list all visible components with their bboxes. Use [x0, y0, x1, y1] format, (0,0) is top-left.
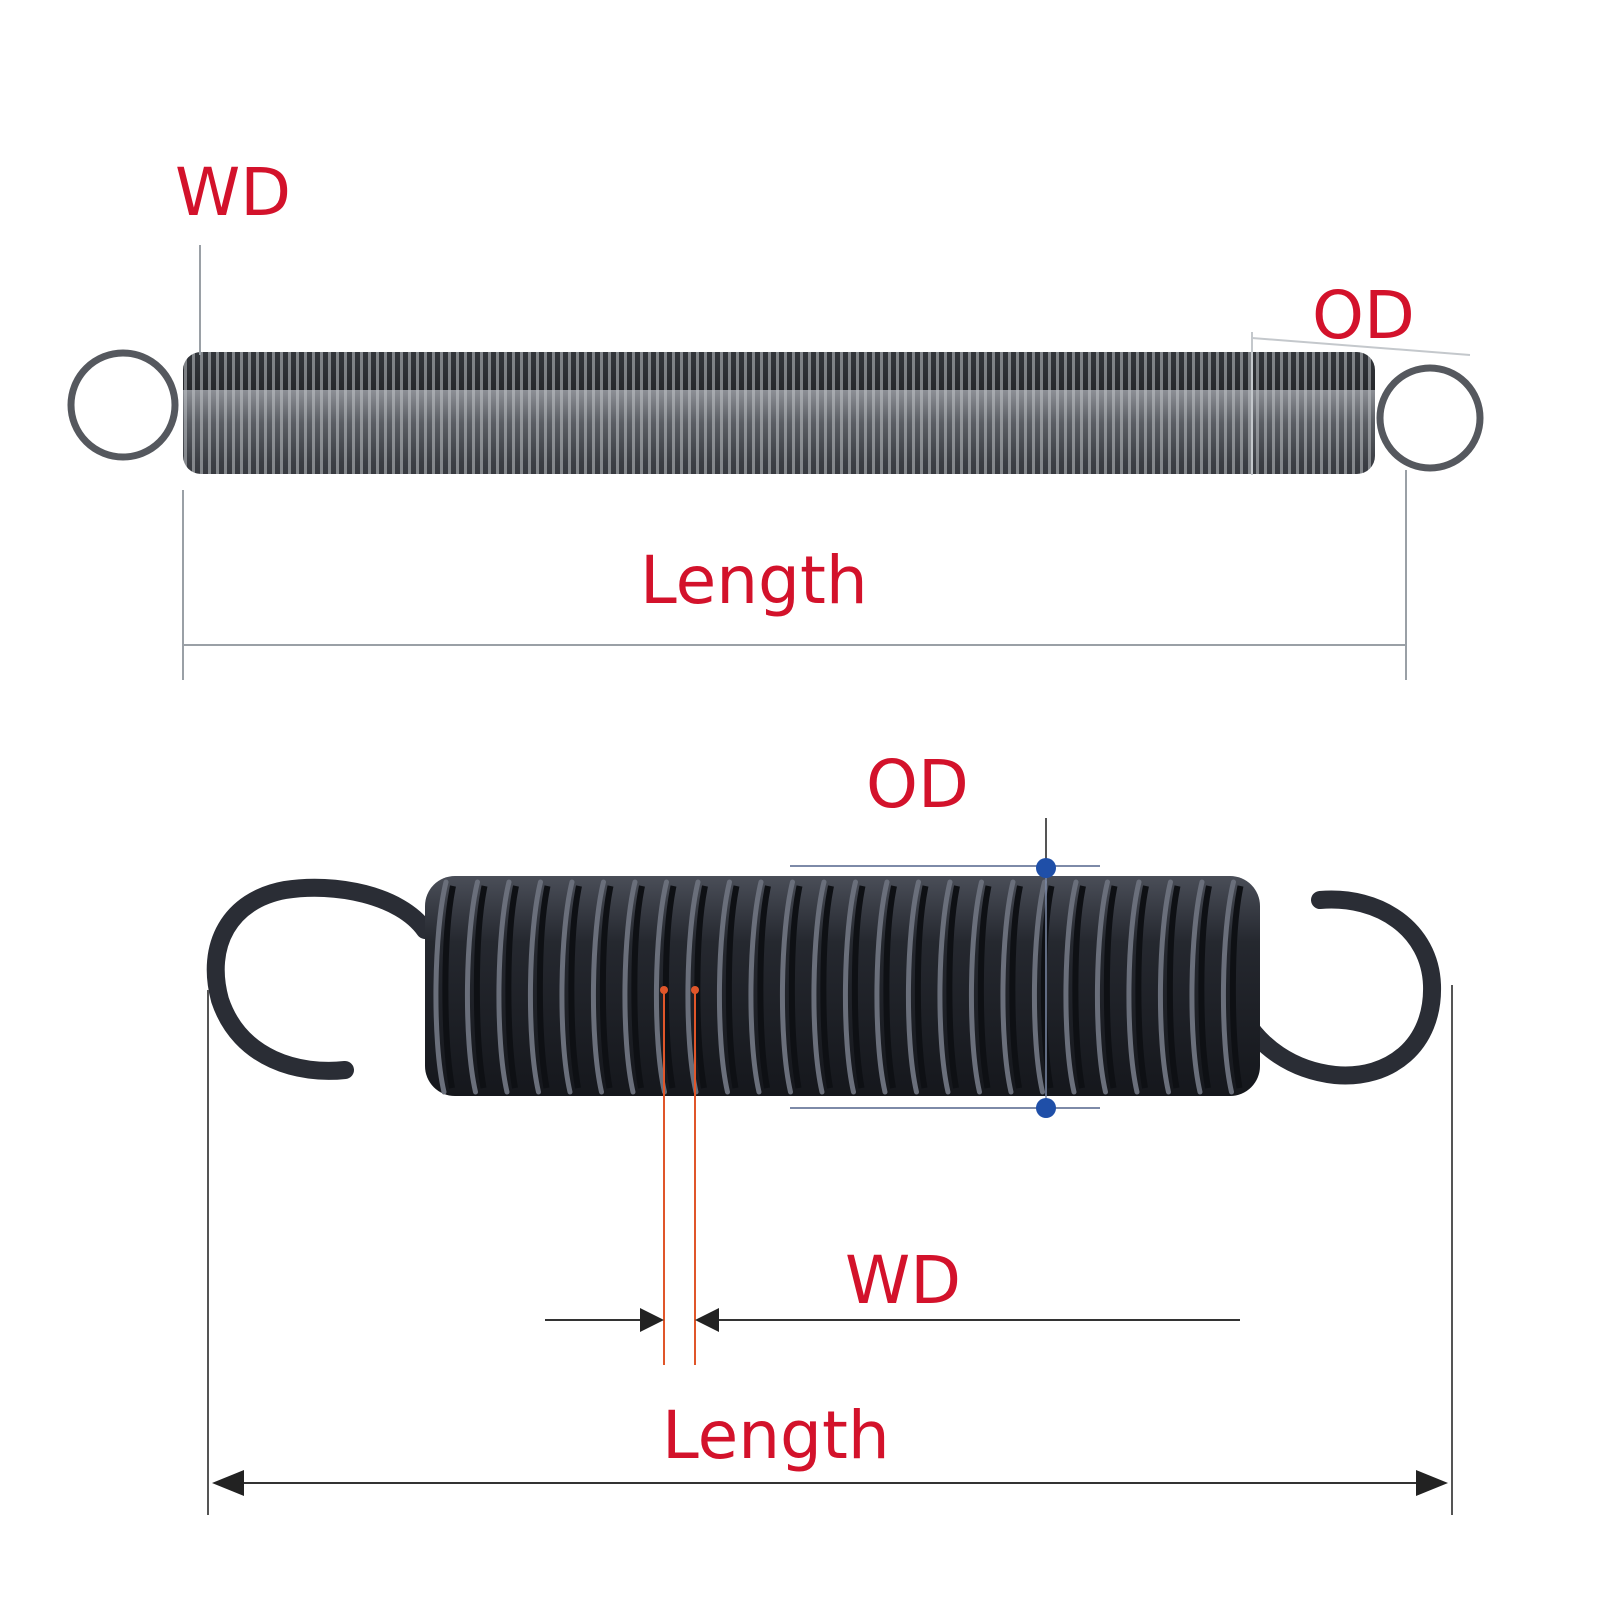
coil-turn: [1157, 879, 1173, 1095]
coil-gap: [851, 885, 866, 1089]
coil-turn: [590, 879, 606, 1095]
coil-turn: [496, 879, 512, 1095]
bottom-od-markers: [790, 818, 1100, 1118]
coil-turn: [1000, 879, 1016, 1095]
top-spring: [67, 349, 1484, 474]
bottom-spring: [206, 876, 1442, 1096]
top-length-label: Length: [640, 542, 868, 619]
coil-turn: [527, 879, 543, 1095]
coil-gap: [820, 885, 834, 1089]
coil-gap: [694, 885, 708, 1089]
coil-gap: [725, 885, 740, 1089]
coil-gap: [505, 885, 519, 1089]
od-bottom-marker: [1036, 1098, 1056, 1118]
coil-turn: [464, 879, 480, 1095]
coil-turn: [433, 879, 449, 1095]
coil-gap: [442, 885, 456, 1089]
coil-turn: [905, 879, 921, 1095]
top-wd-label: WD: [175, 154, 292, 231]
coil-turn: [748, 879, 764, 1095]
top-right-loop: [1376, 364, 1484, 472]
coil-turn: [685, 879, 701, 1095]
coil-gap: [757, 885, 771, 1089]
coil-gap: [946, 885, 960, 1089]
coil-gap: [1135, 885, 1149, 1089]
coil-turn: [874, 879, 890, 1095]
coil-gap: [883, 885, 897, 1089]
coil-turn: [1031, 879, 1047, 1095]
coil-turn: [622, 879, 638, 1095]
top-dimension-lines: [182, 245, 1471, 680]
coil-gap: [1103, 885, 1118, 1089]
coil-gap: [1009, 885, 1023, 1089]
coil-gap: [662, 885, 677, 1089]
bottom-coil-turns: [433, 879, 1244, 1095]
top-spring-body: [183, 352, 1375, 474]
coil-gap: [1229, 885, 1244, 1089]
bottom-od-label: OD: [866, 746, 969, 823]
coil-gap: [1072, 885, 1086, 1089]
od-top-marker: [1036, 858, 1056, 878]
bottom-wd-markers: [545, 986, 1240, 1365]
bottom-right-hook: [1236, 890, 1442, 1085]
coil-gap: [1166, 885, 1181, 1089]
coil-turn: [842, 879, 858, 1095]
coil-turn: [1094, 879, 1110, 1095]
coil-turn: [968, 879, 984, 1095]
coil-turn: [1189, 879, 1205, 1095]
coil-gap: [631, 885, 645, 1089]
coil-turn: [1220, 879, 1236, 1095]
coil-gap: [536, 885, 551, 1089]
coil-gap: [1198, 885, 1212, 1089]
coil-gap: [599, 885, 614, 1089]
coil-turn: [937, 879, 953, 1095]
coil-gap: [914, 885, 929, 1089]
coil-turn: [1126, 879, 1142, 1095]
bottom-wd-label: WD: [845, 1242, 962, 1319]
coil-turn: [811, 879, 827, 1095]
coil-turn: [716, 879, 732, 1095]
coil-turn: [779, 879, 795, 1095]
top-left-loop: [67, 349, 179, 461]
coil-gap: [1040, 885, 1055, 1089]
coil-gap: [977, 885, 992, 1089]
coil-turn: [559, 879, 575, 1095]
coil-turn: [653, 879, 669, 1095]
bottom-length-dimension: [207, 985, 1453, 1515]
coil-gap: [568, 885, 582, 1089]
coil-gap: [788, 885, 803, 1089]
top-od-label: OD: [1312, 277, 1415, 354]
bottom-length-label: Length: [662, 1397, 890, 1474]
bottom-left-hook: [206, 878, 434, 1080]
coil-gap: [473, 885, 488, 1089]
coil-turn: [1063, 879, 1079, 1095]
